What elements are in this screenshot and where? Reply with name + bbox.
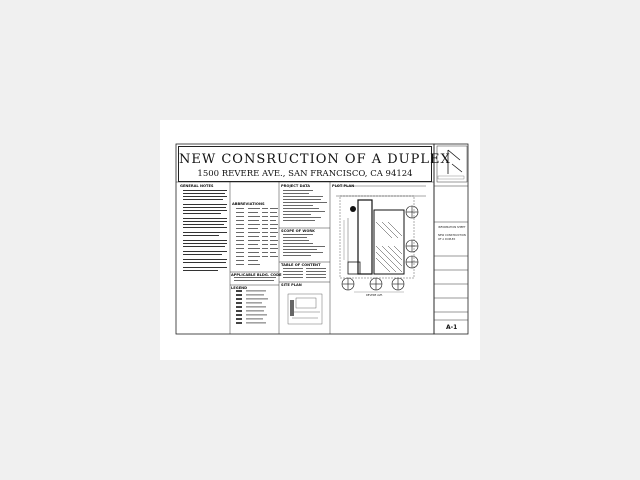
street-label: REVERE AVE. (366, 294, 383, 297)
sheet-number: A-1 (446, 324, 458, 331)
table-of-content-heading: TABLE OF CONTENT (281, 263, 321, 267)
info-sheet-label: INFORMATION SHEET (438, 226, 466, 229)
abbreviations-heading: ABBREVIATIONS (232, 202, 265, 206)
project-data-heading: PROJECT DATA (281, 184, 311, 188)
plot-plan-heading: PLOT PLAN (332, 184, 355, 188)
site-plan-heading: SITE PLAN (281, 283, 302, 287)
drawing-title: NEW CONSRUCTION OF A DUPLEX (179, 152, 451, 167)
general-notes-heading: GENERAL NOTES (180, 184, 214, 188)
title-box: NEW CONSRUCTION OF A DUPLEX 1500 REVERE … (178, 146, 451, 182)
project-line-1: NEW CONSTRUCTION (438, 234, 466, 237)
scope-of-work-heading: SCOPE OF WORK (281, 229, 315, 233)
project-line-2: OF A DUPLEX (438, 238, 456, 241)
applicable-code-heading: APPLICABLE BLDG. CODE (231, 273, 282, 277)
legend-heading: LEGEND (231, 286, 248, 290)
drawing-address: 1500 REVERE AVE., SAN FRANCISCO, CA 9412… (197, 169, 413, 179)
